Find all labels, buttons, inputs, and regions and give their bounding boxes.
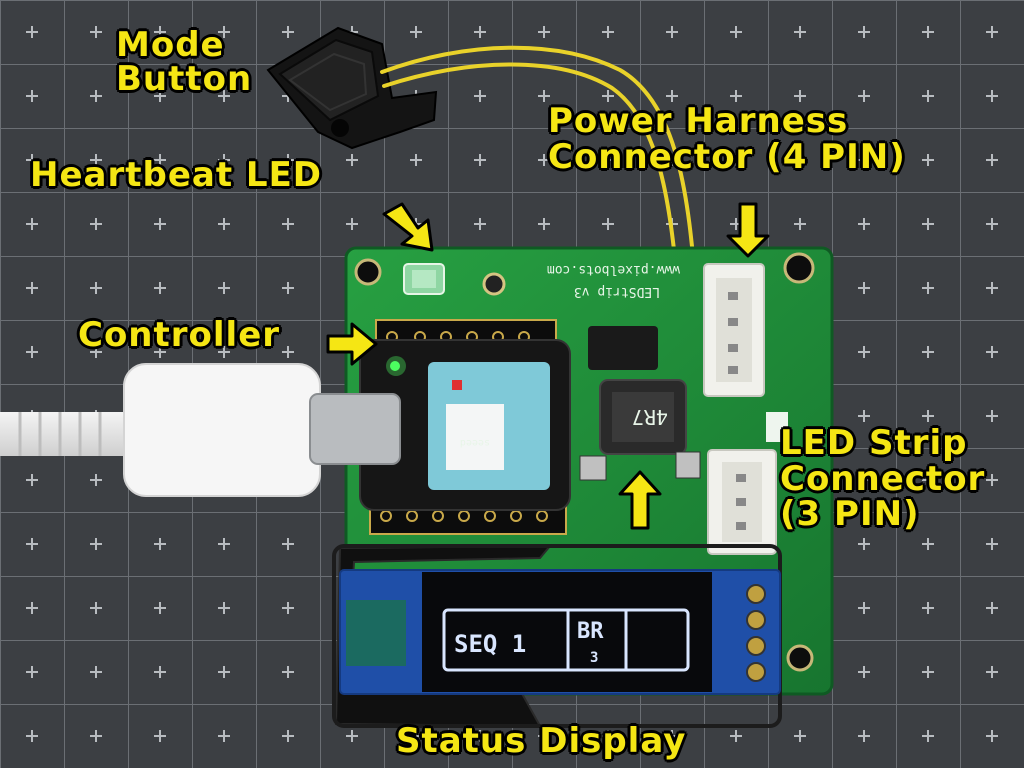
label-power-harness-line1: Power Harness — [548, 101, 849, 141]
pcb-board-name: LEDStrip v3 — [574, 284, 660, 299]
pcb-url-text: www.pixelbots.com — [547, 262, 680, 277]
label-controller: Controller — [78, 315, 281, 355]
label-led-strip-line1: LED Strip — [780, 423, 968, 463]
oled-module — [339, 569, 781, 695]
label-power-harness-line2: Connector (4 PIN) — [548, 136, 906, 177]
controller-module: seeed — [359, 339, 571, 511]
label-status-display: Status Display — [396, 721, 687, 761]
label-mode-button-line2: Button — [116, 59, 253, 99]
label-led-strip-line3: (3 PIN) — [780, 494, 920, 535]
oled-header-pins — [746, 584, 766, 682]
inductor-marking: 4R7 — [632, 405, 668, 429]
controller-brand-text: seeed — [460, 437, 490, 448]
usb-c-cable — [0, 363, 401, 497]
label-mode-button: Mode Button — [116, 28, 252, 96]
label-mode-button-line1: Mode — [116, 25, 225, 65]
oled-seq-text: SEQ 1 — [454, 630, 526, 658]
oled-br-value: 3 — [590, 650, 598, 666]
inductor: 4R7 — [599, 379, 687, 455]
oled-br-label: BR — [577, 619, 604, 644]
power-harness-connector — [703, 263, 765, 397]
led-strip-connector — [707, 449, 777, 555]
label-led-strip: LED Strip Connector (3 PIN) — [780, 423, 986, 535]
label-power-harness: Power Harness Connector (4 PIN) — [548, 101, 906, 177]
heartbeat-led — [403, 263, 445, 295]
mode-button-housing — [266, 26, 438, 150]
arrow-up-wire-icon — [618, 470, 662, 530]
label-led-strip-line2: Connector — [780, 458, 986, 499]
arrow-power-harness-icon — [726, 202, 770, 258]
oled-screen: SEQ 1 BR 3 — [442, 608, 690, 672]
label-heartbeat-led: Heartbeat LED — [30, 155, 323, 195]
arrow-heartbeat-icon — [382, 202, 434, 252]
arrow-controller-icon — [326, 322, 378, 366]
